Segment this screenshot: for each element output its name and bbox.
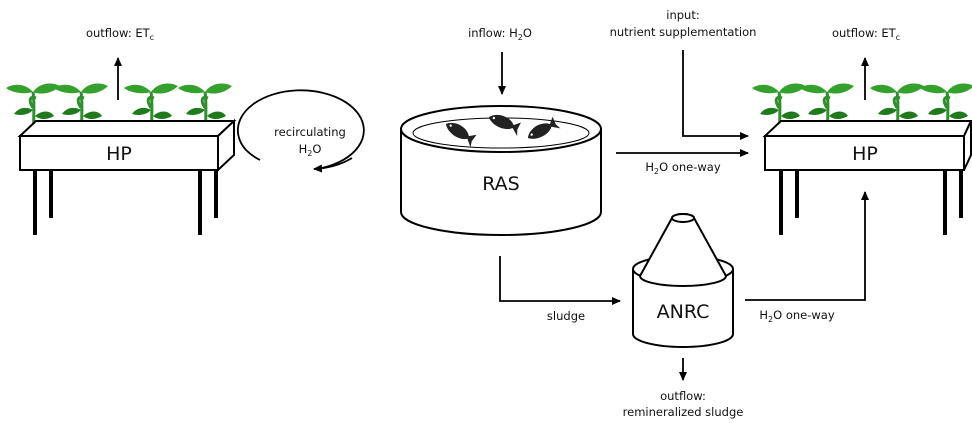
ras-tank-top [400,105,602,153]
ras-label: RAS [482,173,520,195]
input-label-line2: nutrient supplementation [610,25,757,39]
anrc-cone-tip [671,213,695,223]
recirculating-arc-upper [236,89,365,169]
ras-inflow-label: inflow: H2O [468,26,532,42]
input-arrow [682,50,749,140]
right-hp-bed-top [762,120,972,137]
anrc-to-hp-flow: H2O one-way [745,191,869,324]
left-hp-outflow-label: outflow: ETc [86,26,154,42]
right-hp-outflow-label: outflow: ETc [832,26,900,42]
right-hp-unit: HP outflow: ETc [750,26,972,235]
recirculating-label-line2: H2O [299,142,322,158]
ras-to-hp-label: H2O one-way [645,160,720,176]
left-hp-label: HP [106,143,132,165]
recirculating-loop: recirculating H2O [236,89,365,173]
sludge-flow: sludge [499,256,621,323]
sludge-label: sludge [547,309,585,323]
recirculating-arc-lower [245,149,261,161]
anrc-to-hp-arrow [745,191,869,301]
ras-to-hp-flow: H2O one-way [616,149,749,176]
anrc-to-hp-label: H2O one-way [759,308,834,324]
recirculating-arc-arrow [313,157,353,173]
anrc-outflow-line2: remineralized sludge [623,405,744,419]
right-hp-label: HP [852,143,878,165]
recirculating-label-line1: recirculating [274,125,346,139]
left-hp-unit: HP outflow: ETc [4,26,237,235]
anrc-outflow-line1: outflow: [660,389,706,403]
right-hp-bed-front [764,135,965,171]
anrc-label: ANRC [657,301,710,323]
anrc-cone [638,213,728,287]
anrc-body [632,269,734,348]
sludge-arrow [499,256,621,305]
anrc-reactor: ANRC outflow: remineralized sludge [623,213,744,419]
ras-tank: RAS inflow: H2O [400,26,602,236]
left-hp-bed-top [17,120,237,137]
ras-tank-body [400,129,602,236]
input-label-line1: input: [666,8,699,22]
left-hp-bed-front [19,135,219,171]
nutrient-input: input: nutrient supplementation [610,8,757,140]
